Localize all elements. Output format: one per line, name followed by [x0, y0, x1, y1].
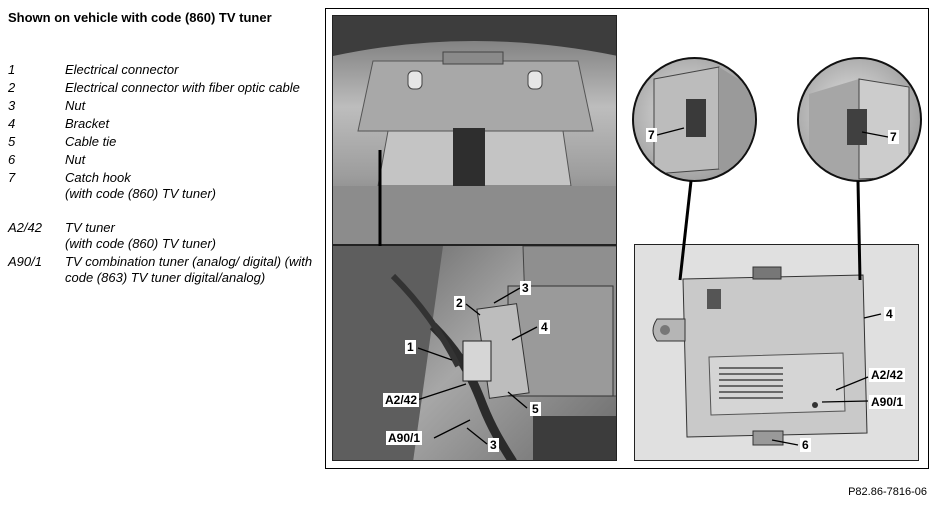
legend-number: 2	[8, 80, 16, 95]
legend-description: Electrical connector with fiber optic ca…	[65, 80, 300, 95]
callout-4: 4	[539, 320, 550, 334]
legend-number: 6	[8, 152, 16, 167]
catch-hook-left-drawing	[653, 66, 754, 180]
tuner-unit-photo	[634, 244, 919, 461]
legend-number: A90/1	[8, 254, 42, 269]
legend-item: 3 Nut	[8, 98, 318, 114]
legend-description: Cable tie	[65, 134, 117, 149]
installation-photo-drawing	[333, 246, 616, 460]
callout-a90-1: A90/1	[869, 395, 906, 409]
catch-hook-detail-left	[632, 57, 757, 182]
callout-2: 2	[454, 296, 465, 310]
catch-hook-detail-right	[797, 57, 922, 182]
legend-description: TV combination tuner (analog/ digital) (…	[65, 254, 313, 285]
callout-4: 4	[884, 307, 895, 321]
trunk-photo-drawing	[333, 16, 616, 244]
legend-description: Nut	[65, 98, 86, 113]
callout-a2-42: A2/42	[383, 393, 420, 407]
legend-description: Bracket	[65, 116, 110, 131]
legend-number: 7	[8, 170, 16, 185]
legend-description: Catch hook (with code (860) TV tuner)	[65, 170, 217, 201]
legend-item: A90/1 TV combination tuner (analog/ digit…	[8, 254, 318, 286]
page-title: Shown on vehicle with code (860) TV tune…	[8, 10, 272, 25]
legend-description: Nut	[65, 152, 86, 167]
legend-item: 2 Electrical connector with fiber optic c…	[8, 80, 318, 96]
legend: 1 Electrical connector 2 Electrical connec…	[8, 62, 318, 288]
legend-item: 6 Nut	[8, 152, 318, 168]
legend-number: 3	[8, 98, 16, 113]
callout-a90-1: A90/1	[386, 431, 423, 445]
callout-7: 7	[888, 130, 899, 144]
callout-5: 5	[530, 402, 541, 416]
legend-item: 7 Catch hook (with code (860) TV tuner)	[8, 170, 318, 202]
legend-number: A2/42	[8, 220, 42, 235]
callout-7: 7	[646, 128, 657, 142]
trunk-photo	[332, 15, 617, 245]
callout-3: 3	[488, 438, 499, 452]
legend-item: 1 Electrical connector	[8, 62, 318, 78]
legend-number: 1	[8, 62, 16, 77]
vent-holes	[719, 367, 783, 399]
legend-description: Electrical connector	[65, 62, 179, 77]
callout-1: 1	[405, 340, 416, 354]
legend-item: 4 Bracket	[8, 116, 318, 132]
tuner-unit-drawing	[635, 245, 918, 460]
installation-photo	[332, 245, 617, 461]
figure-reference: P82.86-7816-06	[848, 486, 927, 498]
legend-item: A2/42 TV tuner (with code (860) TV tuner)	[8, 220, 318, 252]
legend-description: TV tuner (with code (860) TV tuner)	[65, 220, 217, 251]
callout-3: 3	[520, 281, 531, 295]
legend-item: 5 Cable tie	[8, 134, 318, 150]
catch-hook-right-drawing	[809, 78, 910, 180]
callout-a2-42: A2/42	[869, 368, 906, 382]
legend-number: 5	[8, 134, 16, 149]
legend-spacer	[8, 204, 318, 220]
callout-6: 6	[800, 438, 811, 452]
legend-number: 4	[8, 116, 16, 131]
